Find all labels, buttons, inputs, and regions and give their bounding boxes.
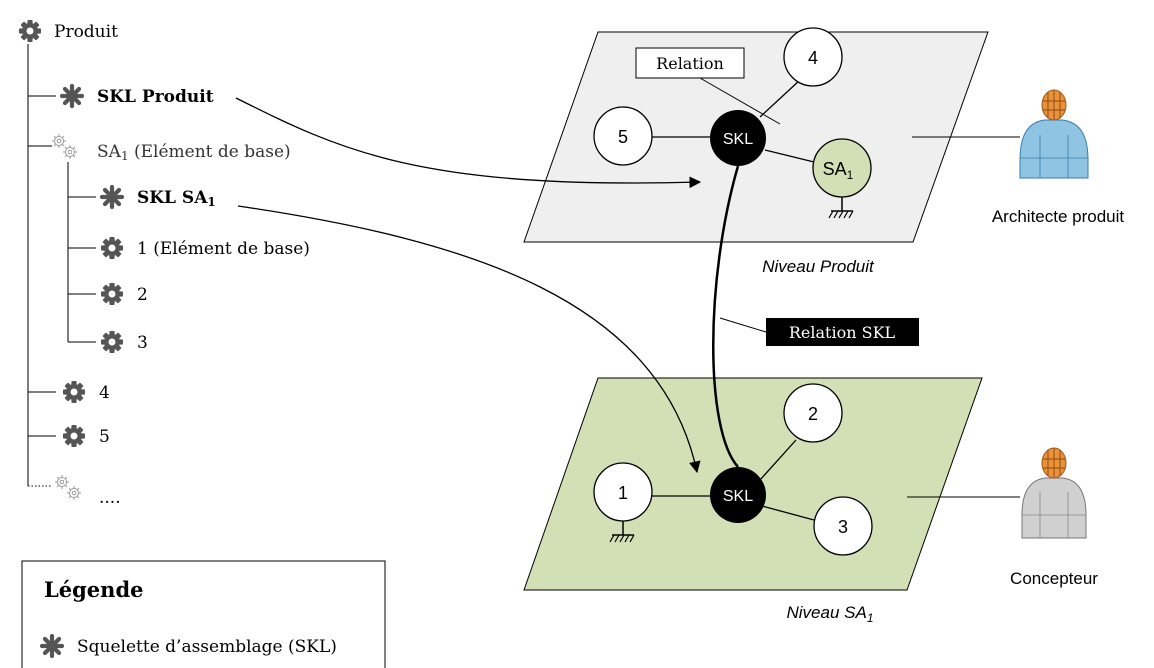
svg-text:SA1: SA1: [823, 159, 854, 182]
arrow-skl-produit: [235, 97, 702, 189]
skl-node-sa1: SKL: [710, 467, 766, 523]
level-label-sa1: Niveau SA1: [786, 603, 873, 625]
skl-node-produit: SKL: [710, 110, 766, 166]
designer-person-icon: [1021, 447, 1087, 539]
relation-skl-box: [766, 318, 919, 346]
svg-text:4: 4: [808, 48, 818, 68]
relation-skl-link: [712, 165, 740, 468]
tree-item-label: SKL SA1: [137, 188, 216, 209]
gear-outline-icon: [66, 485, 82, 501]
relation-box: [635, 47, 745, 79]
tree-item-3[interactable]: 3: [101, 331, 148, 353]
gear-icon: [19, 20, 41, 42]
svg-text:2: 2: [808, 404, 818, 424]
tree-item-5[interactable]: 5: [63, 425, 110, 447]
mapping-arrows: [235, 97, 702, 474]
gear-outline-icon: [54, 474, 70, 490]
product-tree: Produit SKL Produit SA1 (Elément de base…: [19, 20, 310, 508]
tree-item-label: SA1 (Elément de base): [97, 142, 291, 163]
node-1: 1: [593, 462, 653, 522]
produit-level: Relation 4 5 SKL SA1 Niveau Produit: [523, 27, 989, 276]
tree-item-label: 1 (Elément de base): [137, 239, 310, 259]
tree-item-sa1[interactable]: SA1 (Elément de base): [51, 133, 291, 163]
designer-actor: Concepteur: [907, 447, 1098, 588]
gear-icon: [101, 331, 123, 353]
relation-skl-label: Relation SKL: [789, 323, 896, 342]
relation-label: Relation: [656, 54, 724, 73]
tree-item-label: 4: [99, 383, 110, 403]
node-4: 4: [783, 27, 843, 87]
gear-outline-icon: [51, 133, 67, 149]
legend-title: Légende: [44, 577, 143, 602]
tree-item-label: SKL Produit: [97, 87, 214, 107]
node-3: 3: [813, 496, 873, 556]
arrow-skl-sa1: [237, 205, 701, 474]
tree-item-more[interactable]: ....: [54, 474, 121, 508]
svg-text:5: 5: [618, 127, 628, 147]
node-2: 2: [783, 383, 843, 443]
skeleton-icon: [102, 187, 122, 207]
node-5: 5: [593, 106, 653, 166]
gear-icon: [63, 381, 85, 403]
gear-icon: [101, 237, 123, 259]
svg-text:1: 1: [618, 483, 628, 503]
architect-label: Architecte produit: [992, 207, 1125, 226]
designer-label: Concepteur: [1010, 569, 1098, 588]
tree-item-1[interactable]: 1 (Elément de base): [101, 237, 310, 259]
gear-icon: [63, 425, 85, 447]
tree-item-skl-sa1[interactable]: SKL SA1: [102, 187, 216, 209]
legend-skl-label: Squelette d’assemblage (SKL): [77, 637, 337, 657]
tree-item-label: 5: [99, 427, 110, 447]
gear-icon: [101, 283, 123, 305]
architect-person-icon: [1019, 89, 1089, 179]
level-label-produit: Niveau Produit: [762, 257, 875, 276]
skeleton-icon: [42, 636, 62, 656]
legend-box: Légende Squelette d’assemblage (SKL): [21, 560, 386, 668]
svg-text:3: 3: [838, 517, 848, 537]
tree-item-skl-produit[interactable]: SKL Produit: [62, 86, 214, 107]
gear-outline-icon: [62, 144, 78, 160]
skeleton-icon: [62, 86, 82, 106]
tree-root[interactable]: Produit: [19, 20, 118, 42]
tree-item-label: ....: [99, 488, 121, 508]
tree-root-label: Produit: [54, 22, 118, 42]
tree-item-label: 2: [137, 285, 148, 305]
svg-text:SKL: SKL: [723, 131, 753, 148]
relation-skl: Relation SKL: [712, 165, 919, 468]
node-sa1: SA1: [812, 138, 872, 198]
svg-text:SKL: SKL: [723, 488, 753, 505]
tree-item-2[interactable]: 2: [101, 283, 148, 305]
architect-actor: Architecte produit: [912, 89, 1125, 226]
tree-item-label: 3: [137, 333, 148, 353]
tree-item-4[interactable]: 4: [63, 381, 110, 403]
sa1-level: 2 1 SKL 3 Niveau SA1: [523, 377, 983, 625]
